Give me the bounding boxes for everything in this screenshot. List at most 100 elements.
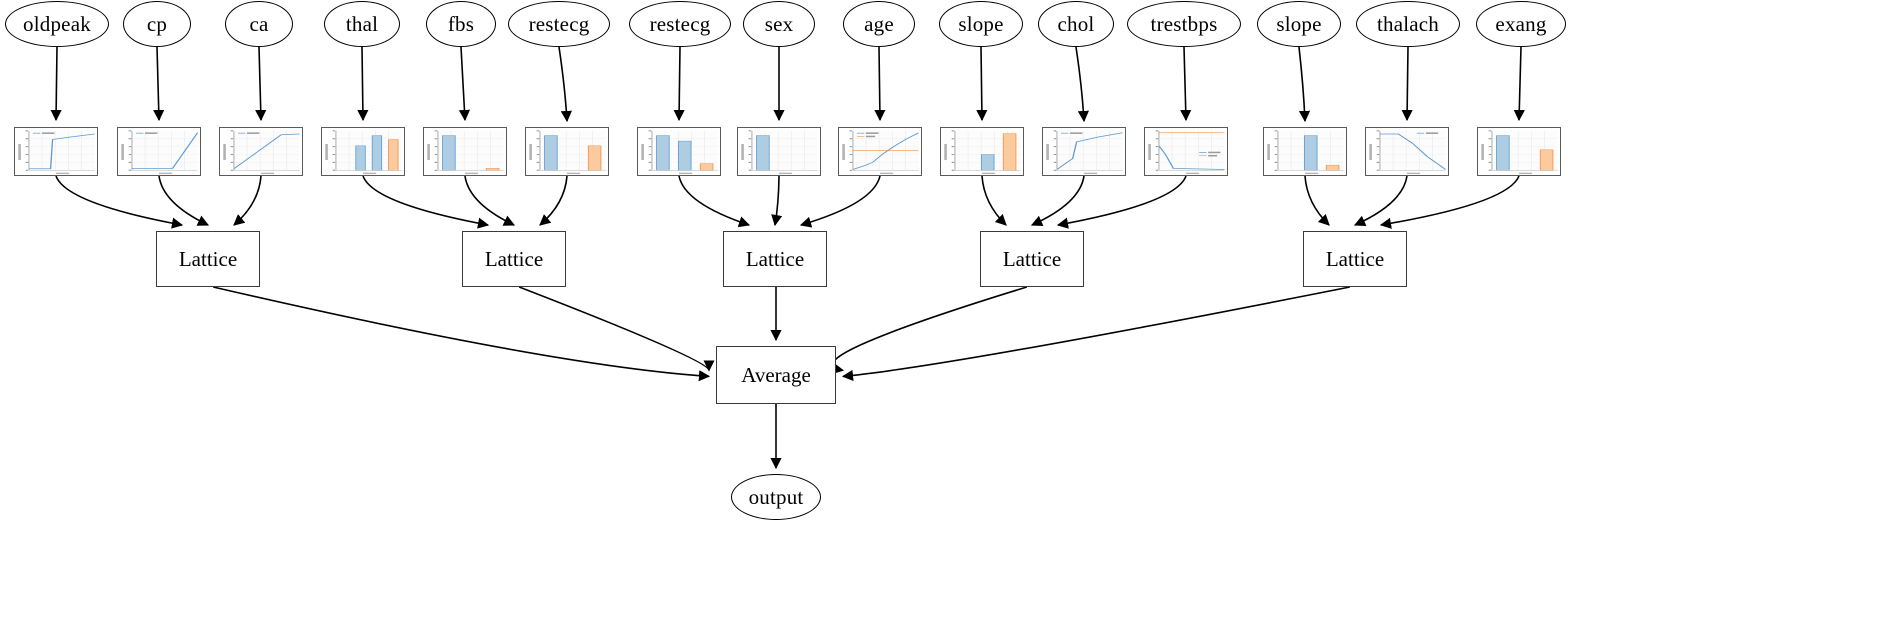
feature-node-age[interactable]: age	[843, 1, 915, 47]
feature-node-thal[interactable]: thal	[324, 1, 400, 47]
feature-node-restecg1[interactable]: restecg	[508, 1, 610, 47]
feature-node-label: slope	[1276, 11, 1322, 36]
feature-node-label: thalach	[1376, 11, 1440, 36]
legend-label-missing	[1208, 154, 1218, 157]
feature-node-label: age	[864, 11, 894, 36]
calibration-plot-svg	[18, 130, 95, 175]
feature-node-label: restecg	[528, 11, 590, 36]
edge-cal-sex-to-lattice-3	[771, 175, 783, 227]
calibration-plot-restecg1[interactable]	[525, 127, 609, 176]
calibration-bar	[699, 163, 714, 171]
calibration-plot-cp[interactable]	[117, 127, 201, 176]
output-node[interactable]: output	[731, 474, 821, 520]
feature-node-label: sex	[764, 11, 794, 36]
lattice-node-3[interactable]: Lattice	[723, 231, 827, 287]
calibration-bar	[355, 145, 366, 171]
edge-thal-to-calibrator	[357, 46, 369, 122]
calibration-plot-svg	[325, 130, 402, 175]
calibration-bar	[756, 135, 770, 171]
feature-node-slope1[interactable]: slope	[939, 1, 1023, 47]
feature-node-restecg2[interactable]: restecg	[629, 1, 731, 47]
calibration-plot-ca[interactable]	[219, 127, 303, 176]
feature-node-oldpeak[interactable]: oldpeak	[5, 1, 109, 47]
calibration-bar	[677, 140, 692, 171]
edge-cal-thalach-to-lattice-5	[1353, 175, 1408, 226]
calibration-plot-thalach[interactable]	[1365, 127, 1449, 176]
edge-cal-chol-to-lattice-4	[1030, 175, 1085, 226]
edge-cal-restecg2-to-lattice-3	[678, 175, 751, 228]
edge-fbs-to-calibrator	[458, 46, 471, 122]
feature-node-exang[interactable]: exang	[1476, 1, 1566, 47]
calibration-bar	[1325, 164, 1340, 171]
calibration-plot-svg	[427, 130, 504, 175]
calibration-plot-trestbps[interactable]	[1144, 127, 1228, 176]
edge-cal-cp-to-lattice-1	[158, 175, 210, 226]
edge-slope2-to-calibrator	[1298, 46, 1311, 123]
calibration-plot-slope1[interactable]	[940, 127, 1024, 176]
edge-exang-to-calibrator	[1513, 46, 1525, 122]
legend-label-observed	[1425, 132, 1439, 134]
lattice-node-4[interactable]: Lattice	[980, 231, 1084, 287]
calibration-plot-slope2[interactable]	[1263, 127, 1347, 176]
calibration-plot-thal[interactable]	[321, 127, 405, 176]
y-axis-label	[741, 143, 744, 160]
calibration-plot-exang[interactable]	[1477, 127, 1561, 176]
edge-age-to-calibrator	[874, 46, 886, 122]
calibration-plot-fbs[interactable]	[423, 127, 507, 176]
calibration-plot-age[interactable]	[838, 127, 922, 176]
y-axis-label	[223, 143, 226, 160]
feature-node-fbs[interactable]: fbs	[426, 1, 496, 47]
x-axis-label	[159, 172, 173, 175]
calibration-plot-svg	[223, 130, 300, 175]
y-axis-label	[944, 143, 947, 160]
feature-node-sex[interactable]: sex	[743, 1, 815, 47]
calibration-bar	[656, 135, 670, 171]
output-node-label: output	[748, 484, 804, 509]
y-axis-label	[529, 143, 532, 160]
calibration-bar	[388, 139, 399, 171]
x-axis-label	[1519, 172, 1533, 175]
edge-cal-trestbps-to-lattice-4	[1056, 175, 1187, 229]
calibration-plot-svg	[1369, 130, 1447, 175]
calibration-bar	[485, 168, 500, 171]
lattice-node-1[interactable]: Lattice	[156, 231, 260, 287]
calibration-bar	[587, 145, 602, 171]
y-axis-label	[1046, 143, 1049, 160]
feature-node-trestbps[interactable]: trestbps	[1127, 1, 1241, 47]
feature-node-label: oldpeak	[23, 11, 91, 36]
feature-node-slope2[interactable]: slope	[1257, 1, 1341, 47]
feature-node-chol[interactable]: chol	[1038, 1, 1114, 47]
observed-series-line	[852, 132, 919, 170]
calibration-plot-oldpeak[interactable]	[14, 127, 98, 176]
edge-restecg2-to-calibrator	[673, 46, 685, 122]
feature-node-label: chol	[1057, 11, 1095, 36]
feature-node-cp[interactable]: cp	[123, 1, 191, 47]
feature-node-thalach[interactable]: thalach	[1356, 1, 1460, 47]
legend-label-observed	[1070, 132, 1083, 134]
x-axis-label	[1084, 172, 1098, 175]
feature-node-label: thal	[345, 11, 379, 36]
feature-node-ca[interactable]: ca	[225, 1, 293, 47]
calibration-plot-sex[interactable]	[737, 127, 821, 176]
lattice-node-2[interactable]: Lattice	[462, 231, 566, 287]
feature-node-label: exang	[1495, 11, 1547, 36]
observed-series-line	[28, 133, 95, 170]
feature-node-label: cp	[146, 11, 168, 36]
lattice-node-label: Lattice	[178, 246, 238, 271]
lattice-node-5[interactable]: Lattice	[1303, 231, 1407, 287]
calibration-plot-svg	[121, 130, 199, 175]
calibration-bar	[371, 135, 383, 171]
feature-node-label: ca	[249, 11, 269, 36]
calibration-bar	[1303, 135, 1318, 171]
legend-label-missing	[866, 135, 876, 138]
calibration-bar	[442, 135, 456, 171]
average-node[interactable]: Average	[716, 346, 836, 404]
calibration-plot-restecg2[interactable]	[637, 127, 721, 176]
calibration-plot-chol[interactable]	[1042, 127, 1126, 176]
x-axis-label	[56, 172, 70, 175]
feature-node-label: fbs	[447, 11, 475, 36]
calibration-plot-svg	[842, 130, 919, 175]
